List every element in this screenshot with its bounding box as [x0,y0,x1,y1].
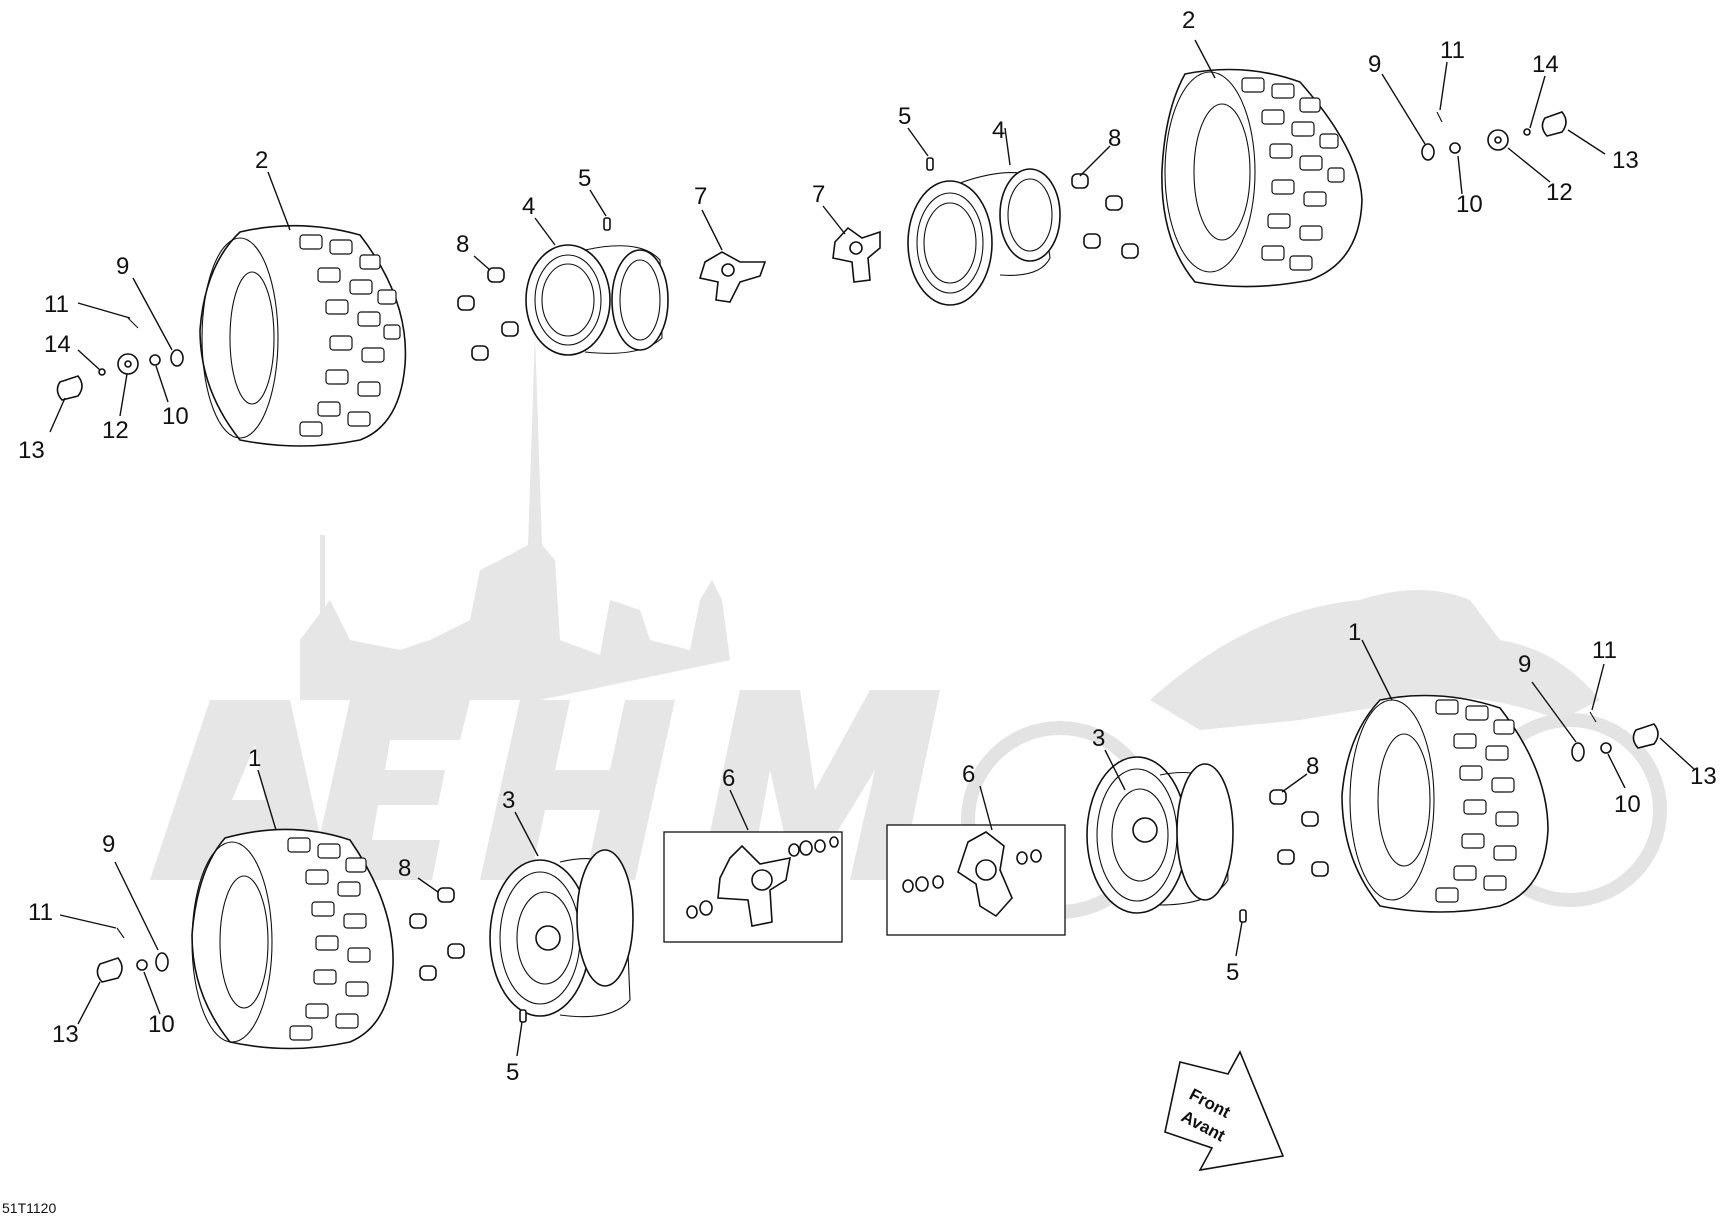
leader-lines [49,39,1696,1057]
tread-blocks [1241,77,1345,271]
callout-top-right-12: 12 [1546,179,1573,206]
callout-top-left-14: 14 [44,331,71,358]
callout-bottom-left-8: 8 [398,855,411,882]
callout-top-right-rim-5: 5 [898,103,911,130]
bottom-left-rim [489,849,634,1018]
bottom-right-rim [1086,756,1234,914]
bottom-right-cap-hardware [1571,711,1659,762]
valve-cap-13 [1632,723,1659,749]
grommet-9 [1421,143,1435,161]
callout-top-right-rim-4: 4 [992,117,1005,144]
callout-top-left-rim-4: 4 [522,193,535,220]
callout-top-left-rim-8: 8 [456,231,469,258]
callout-top-left-10: 10 [162,403,189,430]
top-right-valve-5 [926,157,934,171]
bottom-left-tire [191,828,394,1050]
top-right-rim [907,168,1061,306]
clip-14 [98,368,106,376]
callout-top-left-9: 9 [116,253,129,280]
callout-bottom-left-9: 9 [102,831,115,858]
callout-bottom-left-10: 10 [148,1011,175,1038]
callout-bottom-left-5: 5 [506,1059,519,1086]
top-right-lug-nuts [1071,173,1139,259]
top-left-cap-hardware [56,317,184,401]
valve-cap-13 [56,375,83,401]
callout-bottom-left-3: 3 [502,787,515,814]
tread-blocks [287,837,371,1041]
hub-box-left [663,831,843,943]
hub-box-right [886,824,1066,936]
tread-blocks [1435,699,1519,903]
callout-top-right-11: 11 [1440,37,1465,64]
callout-top-left-rim-7: 7 [694,183,707,210]
callout-top-right-rim-7: 7 [812,181,825,208]
washer-hole [124,360,132,368]
callout-bottom-right-13: 13 [1690,763,1717,790]
drawing-code: 51T1120 [2,1200,57,1216]
bottom-right-valve-5 [1239,909,1247,923]
pin-11 [116,927,125,939]
bottom-left-valve-5 [519,1009,527,1023]
callout-bottom-right-8: 8 [1306,753,1319,780]
callout-bottom-right-11: 11 [1592,637,1617,664]
top-left-valve-5 [603,217,611,231]
top-left-hub-7 [698,251,767,303]
valve-cap-13 [96,957,123,983]
nut-10 [1600,742,1612,754]
bottom-right-tire [1341,694,1549,913]
bottom-left-cap-hardware [96,927,169,983]
callout-bottom-left-11: 11 [28,899,53,926]
top-left-lug-nuts [457,267,519,361]
valve-cap-13 [1541,111,1567,137]
callout-top-right-2: 2 [1182,7,1195,34]
callout-top-left-rim-5: 5 [578,165,591,192]
callout-bottom-right-3: 3 [1092,725,1105,752]
callout-hub-box-right-6: 6 [962,761,975,788]
bottom-right-lug-nuts [1269,789,1329,877]
pin-11 [1589,711,1597,723]
callout-bottom-left-13: 13 [52,1021,79,1048]
callout-top-left-13: 13 [18,437,45,464]
callout-bottom-right-5: 5 [1226,959,1239,986]
tread-blocks [299,234,401,437]
top-right-cap-hardware [1421,111,1567,161]
grommet-9 [1571,742,1585,762]
callout-labels: 2 9 11 14 13 12 10 4 5 8 7 7 5 4 8 2 9 1… [18,7,1717,1086]
callout-top-right-10: 10 [1456,191,1483,218]
callout-top-left-11: 11 [44,291,69,318]
bottom-left-lug-nuts [409,887,465,981]
top-left-tire [199,224,407,447]
callout-top-right-9: 9 [1368,51,1381,78]
callout-bottom-right-9: 9 [1518,651,1531,678]
callout-bottom-right-10: 10 [1614,791,1641,818]
top-right-hub-7 [832,226,881,283]
grommet-9 [170,349,184,367]
front-direction-arrow: Front Avant [1164,1050,1285,1172]
callout-bottom-right-1: 1 [1348,619,1361,646]
top-right-tire [1161,68,1363,288]
callout-top-left-2: 2 [255,147,268,174]
callout-top-right-rim-8: 8 [1108,125,1121,152]
nut-10 [149,354,161,366]
callout-hub-box-left-6: 6 [722,765,735,792]
callout-top-right-14: 14 [1532,51,1559,78]
top-left-rim [525,244,669,356]
callout-top-left-12: 12 [102,417,129,444]
pin-11 [1436,111,1443,123]
nut-10 [136,959,148,971]
clip-14 [1523,128,1531,136]
nut-10 [1449,142,1461,154]
callout-top-right-13: 13 [1612,147,1639,174]
callout-bottom-left-1: 1 [248,745,261,772]
pin-11 [127,317,139,329]
grommet-9 [155,952,169,972]
